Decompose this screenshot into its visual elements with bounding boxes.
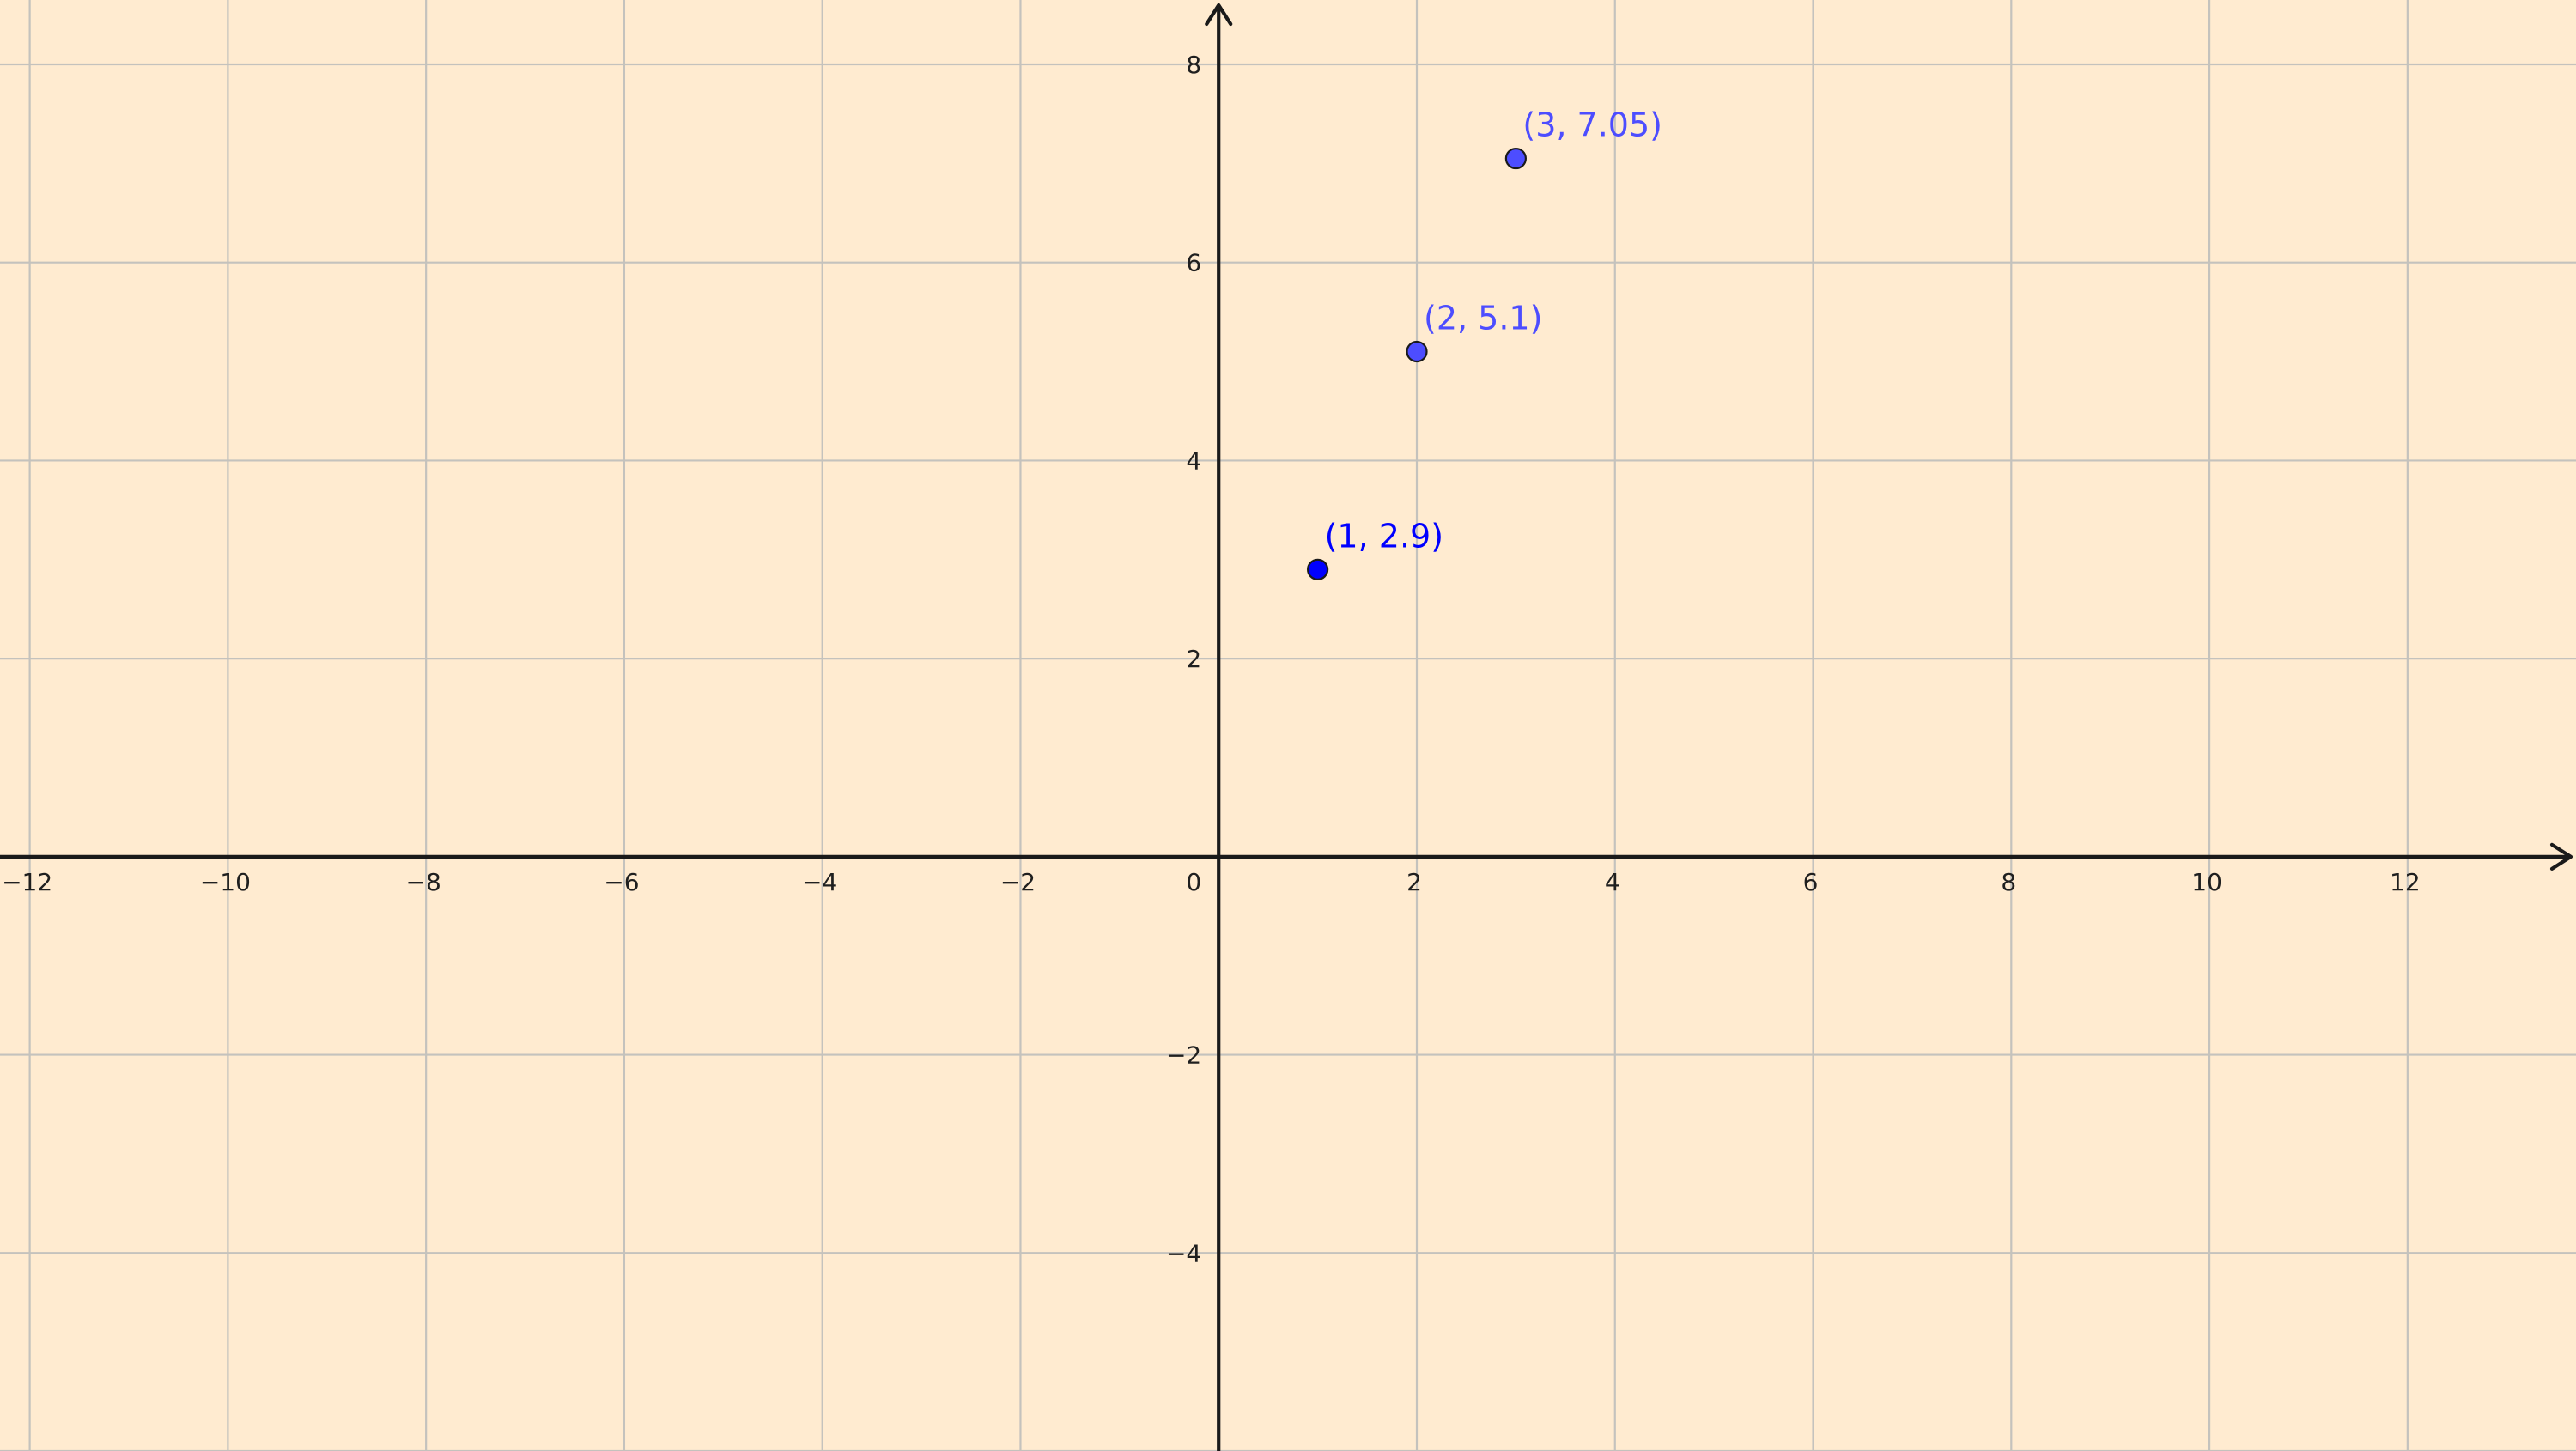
- points[interactable]: (1, 2.9) (2, 5.1) (3, 7.05): [1307, 106, 1662, 580]
- y-tick-label: 6: [1186, 249, 1201, 277]
- data-point[interactable]: [1307, 558, 1329, 580]
- point-label: (3, 7.05): [1522, 106, 1662, 144]
- x-tick-label: 4: [1605, 868, 1620, 896]
- x-tick-label: 10: [2191, 868, 2222, 896]
- y-tick-label: 8: [1186, 51, 1201, 79]
- point-label: (2, 5.1): [1424, 300, 1542, 337]
- data-point[interactable]: [1504, 147, 1527, 170]
- x-tick-label: 12: [2390, 868, 2421, 896]
- y-tick-label: −4: [1166, 1239, 1201, 1267]
- point-label: (1, 2.9): [1325, 517, 1443, 555]
- y-tick-label: 4: [1186, 446, 1201, 475]
- x-tick-label: 6: [1803, 868, 1819, 896]
- x-axis-arrow: [2549, 842, 2573, 871]
- y-tick-label: −2: [1166, 1041, 1201, 1070]
- y-axis-arrow: [1205, 3, 1233, 27]
- x-tick-label: −6: [604, 868, 639, 896]
- x-tick-label: 2: [1406, 868, 1422, 896]
- axes: [0, 3, 2573, 1451]
- y-tick-label: 2: [1186, 645, 1201, 673]
- origin-label: 0: [1186, 868, 1201, 896]
- x-tick-label: −10: [200, 868, 251, 896]
- x-tick-label: −4: [802, 868, 837, 896]
- data-point[interactable]: [1406, 340, 1428, 363]
- x-tick-label: −2: [1000, 868, 1036, 896]
- x-tick-label: −8: [406, 868, 441, 896]
- tick-labels: −12 −10 −8 −6 −4 −2 2 4 6 8 10 12 −4 −2 2 4 6 8 0: [2, 51, 2421, 1267]
- x-tick-label: −12: [2, 868, 52, 896]
- x-tick-label: 8: [2001, 868, 2016, 896]
